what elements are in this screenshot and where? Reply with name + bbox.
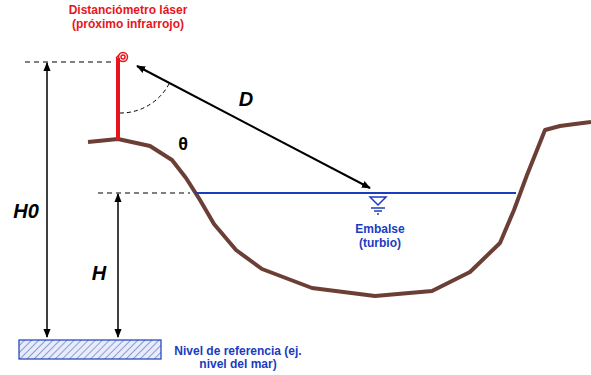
distance-label: D [234,88,258,110]
reference-level: Nivel de referencia (ej. nivel del mar) [18,338,318,375]
distance-arrow [137,66,370,188]
node-label: Nivel de referencia (ej. nivel del mar) [168,345,308,371]
pole [116,58,120,140]
dashed-line [98,193,190,194]
height-label: H0 [8,200,44,222]
angle-symbol: θ [172,134,194,154]
angle-arc [120,84,169,113]
laser-instrument [116,53,128,62]
reservoir-label: Embalse (turbio) [340,222,420,250]
hatched-band [18,339,162,361]
height-label: H [86,262,112,284]
dimension-arrow [117,194,119,337]
terrain [88,122,591,296]
dimension-arrow [46,63,48,337]
dashed-line [25,62,113,63]
water-symbol [370,197,386,214]
instrument-label: Distanciómetro láser (próximo infrarrojo… [48,3,208,31]
water-surface [195,192,516,194]
